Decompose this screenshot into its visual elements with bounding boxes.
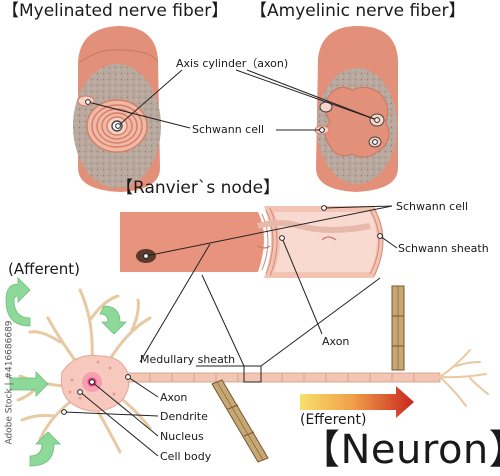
leader-lines [63, 69, 398, 457]
schwann-cell-node-label: Schwann cell [396, 200, 469, 213]
schwann-sheath-label: Schwann sheath [398, 242, 489, 255]
stock-id-watermark: Adobe Stock | #416686689 [4, 320, 15, 445]
amyelinic-fiber [314, 26, 398, 192]
afferent-label: (Afferent) [8, 260, 80, 278]
efferent-arrow [300, 386, 414, 418]
medullary-sheath-label: Medullary sheath [140, 353, 236, 366]
cell-body-label: Cell body [160, 450, 212, 463]
schwann-cell-label: Schwann cell [192, 123, 265, 136]
axon-node-label: Axon [322, 335, 350, 348]
ranvier-heading: 【Ranvier`s node】 [116, 178, 281, 198]
neuron-drawing [16, 285, 489, 463]
efferent-label: (Efferent) [300, 412, 367, 428]
leader-dots [61, 99, 383, 415]
axon-shaft [127, 372, 441, 383]
neuron-heading: 【Neuron】 [300, 427, 500, 473]
axon-neuron-label: Axon [160, 391, 188, 404]
amyelinic-heading: 【Amyelinic nerve fiber】 [250, 1, 466, 21]
dendrite-label: Dendrite [160, 410, 208, 423]
collateral-bundles [211, 285, 405, 463]
axis-cylinder-label: Axis cylinder（axon) [176, 57, 289, 70]
afferent-arrows [5, 277, 127, 467]
myelinated-heading: 【Myelinated nerve fiber】 [2, 1, 229, 21]
ranvier-node-detail [120, 206, 384, 278]
nucleus-label: Nucleus [160, 430, 204, 443]
